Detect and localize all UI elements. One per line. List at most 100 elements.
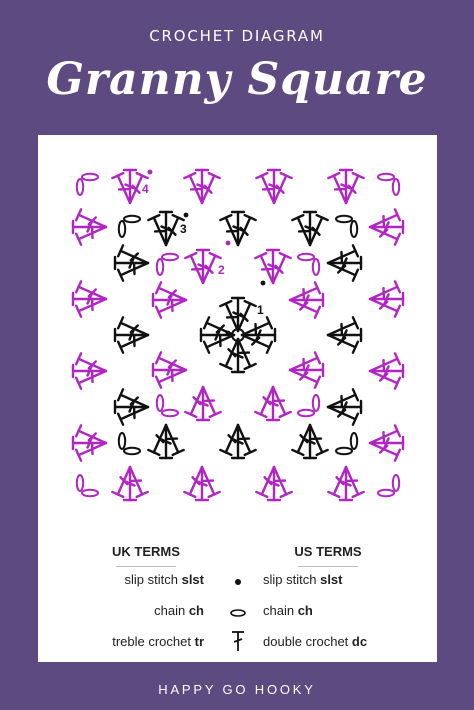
stitch-legend: UK TERMS US TERMS slip stitch slst slip …	[38, 535, 437, 662]
legend-uk-treble: treble crochet tr	[112, 634, 204, 649]
legend-uk-chain: chain ch	[154, 603, 204, 618]
round-3-cluster	[326, 388, 363, 426]
round-2-corner-chain	[155, 258, 165, 276]
treble-icon	[232, 631, 244, 651]
round-2-corner-chain	[161, 252, 179, 262]
round-3-corner-chain	[123, 446, 141, 456]
granny-square-chart: 1 2 3 4	[71, 168, 405, 502]
legend-term: treble crochet	[112, 634, 191, 649]
round-1-cluster	[219, 296, 257, 333]
round-3-cluster	[113, 388, 150, 426]
legend-abbr: slst	[320, 572, 343, 587]
round-3-cluster	[147, 423, 185, 460]
round-4-cluster	[327, 168, 365, 205]
round-4-cluster	[368, 208, 405, 246]
round-4-number: 4	[142, 182, 149, 196]
legend-us-chain: chain ch	[263, 603, 313, 618]
round-2-cluster	[184, 248, 222, 285]
round-2-corner-chain	[311, 258, 321, 276]
round-2-cluster	[184, 385, 222, 422]
round-4-corner-chain	[75, 178, 85, 196]
round-4-corner-chain	[377, 488, 395, 498]
legend-abbr: ch	[188, 603, 204, 618]
legend-us-double-crochet: double crochet dc	[263, 634, 367, 649]
round-1-number: 1	[257, 303, 264, 317]
round-4-cluster	[368, 280, 405, 318]
round-4-cluster	[71, 424, 108, 462]
round-4-corner-chain	[377, 172, 395, 182]
uk-heading-rule	[116, 566, 176, 567]
legend-term: slip stitch	[124, 572, 178, 587]
round-4-corner-chain	[391, 178, 401, 196]
round-3-corner-chain	[335, 446, 353, 456]
round-3-cluster	[219, 423, 257, 460]
round-4-cluster	[71, 208, 108, 246]
round-3-corner-chain	[349, 432, 359, 450]
round-2-number: 2	[218, 263, 225, 277]
round-3-corner-chain	[117, 220, 127, 238]
legend-term: chain	[154, 603, 186, 618]
legend-us-slip-stitch: slip stitch slst	[263, 572, 343, 587]
legend-abbr: ch	[297, 603, 313, 618]
legend-uk-slip-stitch: slip stitch slst	[125, 572, 205, 587]
round-2-cluster	[254, 248, 292, 285]
round-4-corner-chain	[81, 172, 99, 182]
legend-term: double crochet	[263, 634, 349, 649]
legend-term: slip stitch	[263, 572, 317, 587]
round-4-corner-chain	[81, 488, 99, 498]
magic-ring-icon	[231, 328, 245, 342]
round-1-cluster	[240, 316, 277, 354]
round-3-cluster	[291, 210, 329, 247]
round-2-corner-chain	[161, 408, 179, 418]
round-4-cluster	[368, 424, 405, 462]
legend-term: chain	[263, 603, 295, 618]
round-3-corner-chain	[123, 214, 141, 224]
round-4-cluster	[111, 465, 149, 502]
round-3-corner-chain	[117, 432, 127, 450]
round-2-cluster	[288, 351, 325, 389]
round-3-cluster	[219, 210, 257, 247]
round-2-cluster	[254, 385, 292, 422]
round-3-cluster	[326, 316, 363, 354]
round-3-cluster	[326, 244, 363, 282]
round-4-corner-chain	[75, 474, 85, 492]
round-4-cluster	[255, 168, 293, 205]
slip-stitch-dot	[147, 169, 153, 175]
us-heading-rule	[298, 566, 358, 567]
round-2-corner-chain	[311, 394, 321, 412]
brand-footer: HAPPY GO HOOKY	[158, 682, 316, 697]
round-3-cluster	[291, 423, 329, 460]
legend-abbr: slst	[181, 572, 204, 587]
round-2-cluster	[151, 351, 188, 389]
slip-stitch-dot	[183, 212, 189, 218]
diagram-panel: 1 2 3 4 UK TERMS US TERMS slip stitch slst …	[38, 135, 437, 662]
round-2-corner-chain	[297, 252, 315, 262]
round-4-cluster	[111, 168, 149, 205]
round-4-cluster	[255, 465, 293, 502]
uk-terms-heading: UK TERMS	[112, 544, 180, 559]
slip-stitch-dot	[260, 280, 266, 286]
round-4-cluster	[183, 168, 221, 205]
round-1-cluster	[219, 337, 257, 374]
us-terms-heading: US TERMS	[294, 544, 362, 559]
round-4-cluster	[71, 352, 108, 390]
slip-stitch-dot	[225, 240, 231, 246]
diagram-label: CROCHET DIAGRAM	[149, 27, 325, 45]
round-3-cluster	[147, 210, 185, 247]
oval-icon	[230, 609, 246, 617]
round-2-corner-chain	[297, 408, 315, 418]
round-2-cluster	[288, 281, 325, 319]
round-4-corner-chain	[391, 474, 401, 492]
round-3-cluster	[113, 244, 150, 282]
round-3-number: 3	[180, 222, 187, 236]
round-3-cluster	[113, 316, 150, 354]
round-4-cluster	[71, 280, 108, 318]
legend-abbr: dc	[351, 634, 368, 649]
legend-abbr: tr	[194, 634, 204, 649]
round-4-cluster	[183, 465, 221, 502]
round-3-corner-chain	[335, 214, 353, 224]
round-4-cluster	[368, 352, 405, 390]
slip-stitch-dot	[225, 330, 231, 336]
round-2-corner-chain	[155, 394, 165, 412]
page-title: Granny Square	[46, 54, 428, 105]
